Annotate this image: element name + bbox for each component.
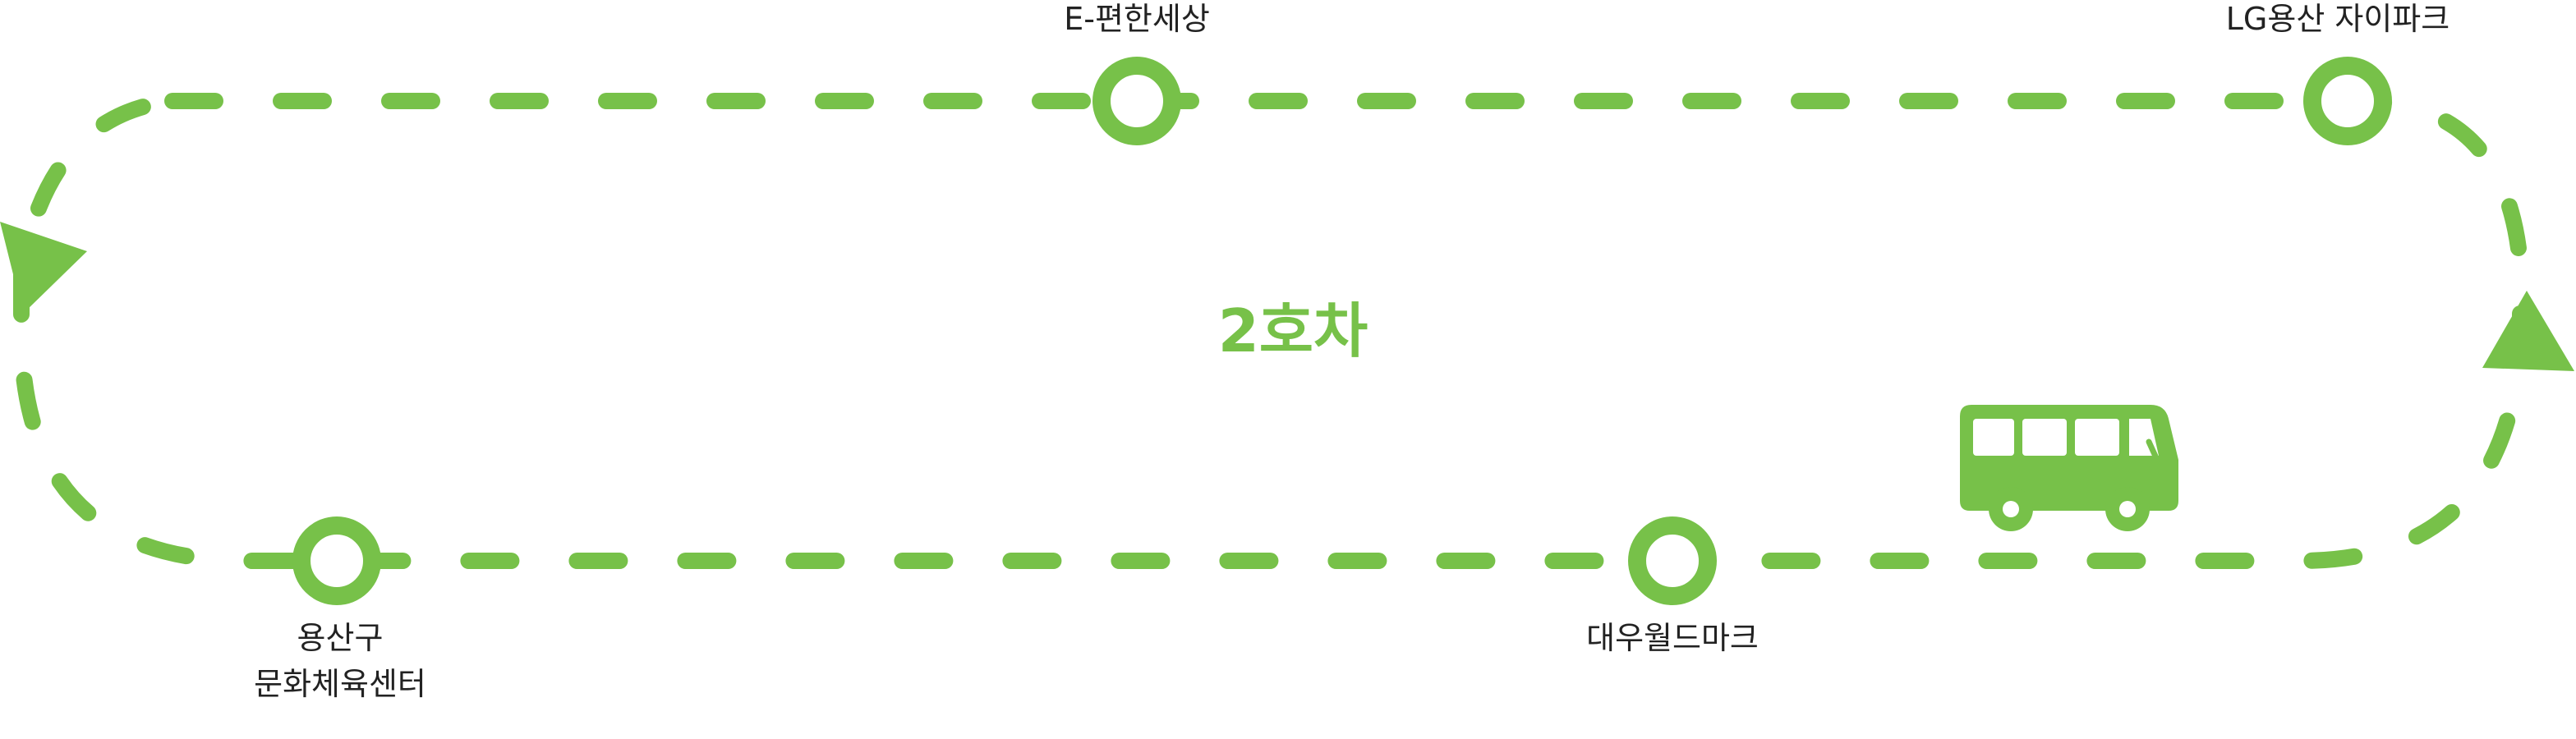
arrowhead-icon-left <box>0 222 87 314</box>
route-title: 2호차 <box>1218 296 1368 365</box>
stop-marker-e-pyeonhan <box>1092 57 1181 145</box>
bus-icon <box>1960 405 2178 531</box>
arrowhead-icon-right <box>2482 291 2574 371</box>
stop-marker-daewoo <box>1628 516 1717 605</box>
stop-label-daewoo: 대우월드마크 <box>1586 620 1759 656</box>
stop-marker-lg-yongsan <box>2303 57 2392 145</box>
stop-label-lg-yongsan: LG용산 자이파크 <box>2226 1 2450 37</box>
stop-label-yongsan-line2: 문화체육센터 <box>254 666 426 702</box>
stop-label-yongsan-line1: 용산구 <box>297 620 384 656</box>
stop-label-e-pyeonhan: E-편한세상 <box>1064 1 1210 37</box>
stop-marker-yongsan-sports <box>292 516 381 605</box>
